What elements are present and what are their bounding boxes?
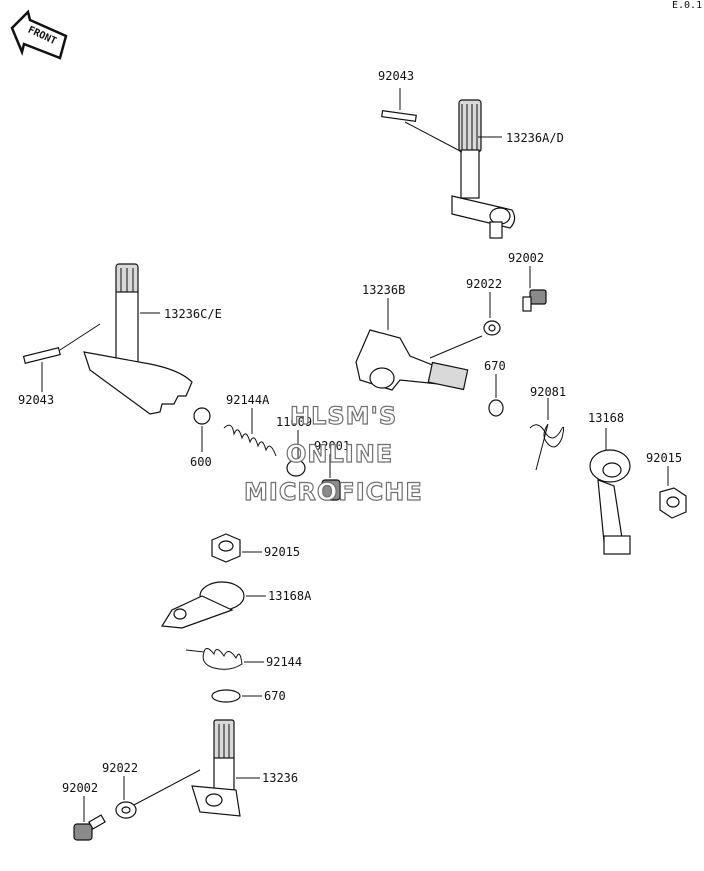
label-92043-top: 92043 — [378, 69, 414, 83]
spring-92081 — [529, 423, 565, 471]
label-92015-mid: 92015 — [264, 545, 300, 559]
oring-670-bottom — [211, 689, 241, 703]
label-13236b: 13236B — [362, 283, 405, 297]
label-92002-top: 92002 — [508, 251, 544, 265]
label-92022-top: 92022 — [466, 277, 502, 291]
label-13168a: 13168A — [268, 589, 312, 603]
label-13168: 13168 — [588, 411, 624, 425]
watermark-line-1: HLSM'S — [290, 402, 397, 430]
lever-13168a — [160, 581, 245, 629]
shaft-13236ad — [451, 99, 516, 239]
label-92144a: 92144A — [226, 393, 270, 407]
nut-92015-right — [659, 487, 687, 519]
ball-600 — [193, 407, 211, 425]
spring-92144a — [223, 424, 277, 457]
label-92043-left: 92043 — [18, 393, 54, 407]
corner-code: E.0.1 — [672, 0, 702, 11]
label-670-right: 670 — [484, 359, 506, 373]
watermark-line-2: ONLINE — [286, 440, 393, 468]
pin-92043-top — [381, 109, 417, 123]
shaft-13236b — [355, 329, 469, 391]
label-92015-right: 92015 — [646, 451, 682, 465]
label-13236: 13236 — [262, 771, 298, 785]
label-13236ad: 13236A/D — [506, 131, 564, 145]
nut-92015-mid — [211, 533, 241, 563]
label-92144: 92144 — [266, 655, 302, 669]
washer-11009 — [286, 459, 306, 477]
label-11009: 11009 — [276, 415, 312, 429]
shaft-13236 — [191, 719, 241, 817]
label-92022-bottom: 92022 — [102, 761, 138, 775]
label-92001: 92001 — [314, 439, 350, 453]
spring-92144 — [185, 648, 243, 670]
label-13236ce: 13236C/E — [164, 307, 222, 321]
plug-92001 — [321, 479, 341, 501]
label-92081: 92081 — [530, 385, 566, 399]
bolt-92002-bottom — [73, 814, 106, 841]
shaft-13236ce — [83, 263, 193, 415]
label-92002-bottom: 92002 — [62, 781, 98, 795]
label-600: 600 — [190, 455, 212, 469]
label-670-bottom: 670 — [264, 689, 286, 703]
lever-13168 — [589, 449, 631, 555]
watermark-line-3: MICROFICHE — [244, 478, 423, 506]
oring-670-right — [488, 399, 504, 417]
washer-92022-bottom — [115, 801, 137, 819]
bolt-92002-top — [522, 289, 547, 312]
pin-92043-left — [22, 347, 61, 364]
washer-92022-top — [483, 320, 501, 336]
front-arrow-icon: FRONT — [10, 9, 68, 60]
